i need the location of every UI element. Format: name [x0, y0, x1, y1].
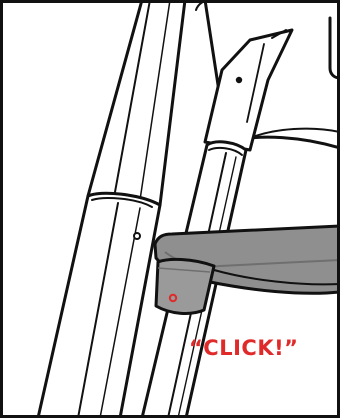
- leg-clip: [156, 259, 214, 313]
- left-leg-lower-tube: [38, 193, 160, 418]
- click-callout-text: “CLICK!”: [189, 338, 298, 359]
- left-leg-upper-tube: [88, 0, 185, 205]
